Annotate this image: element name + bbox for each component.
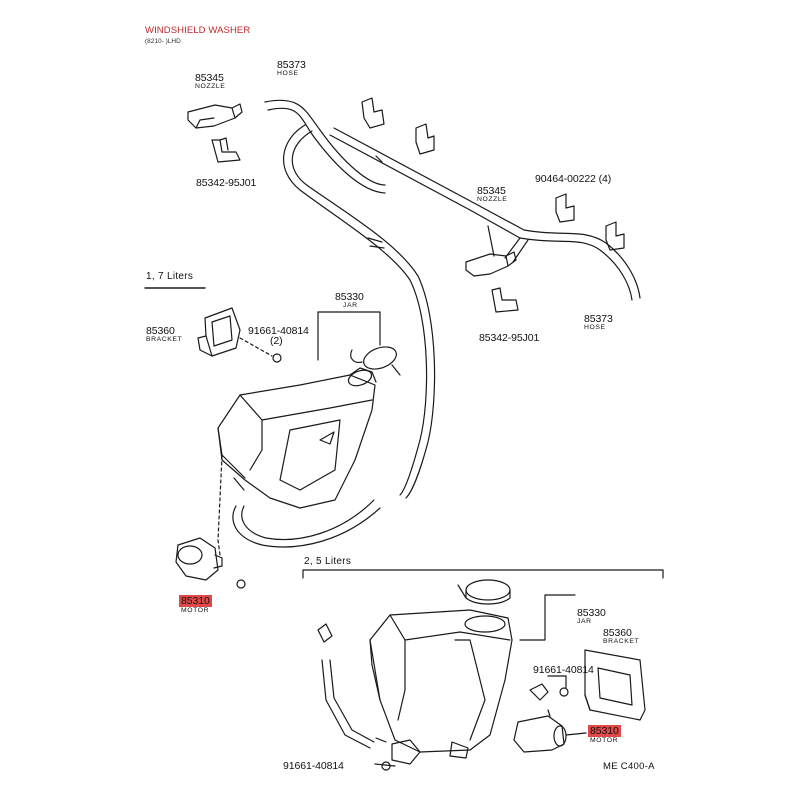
leader-jar-small — [317, 311, 381, 361]
part-name: NOZZLE — [195, 83, 226, 90]
part-bolt-large-bottom[interactable]: 91661-40814 — [283, 760, 344, 772]
part-name: BRACKET — [603, 638, 640, 645]
motor-large-icon — [513, 709, 587, 753]
part-name: MOTOR — [590, 737, 619, 744]
part-bracket-small[interactable]: 85360 BRACKET — [146, 326, 182, 343]
jar-foot-large-icon — [391, 739, 469, 765]
part-name: JAR — [343, 302, 358, 309]
part-clip-bolt[interactable]: 90464-00222 (4) — [535, 173, 612, 185]
part-motor-large[interactable]: 85310 MOTOR — [588, 725, 621, 744]
part-bracket-nozzle-left[interactable]: 85342-95J01 — [196, 177, 257, 189]
bracket-left-icon — [211, 137, 241, 163]
cap-large-icon — [457, 579, 511, 605]
part-number: 85330 — [577, 607, 606, 619]
bracket-right-icon — [491, 287, 519, 313]
hose-clips-icon — [361, 97, 625, 251]
part-nozzle-right[interactable]: 85345 NOZZLE — [477, 186, 507, 203]
part-motor-small[interactable]: 85310 MOTOR — [179, 595, 212, 614]
jar-large-icon — [369, 609, 513, 753]
nozzle-right-icon — [465, 225, 517, 277]
part-bolt-large-side[interactable]: 91661-40814 — [533, 664, 594, 676]
part-jar-small[interactable]: 85330 JAR — [335, 292, 364, 309]
part-jar-large[interactable]: 85330 JAR — [577, 608, 606, 625]
leader-motor-small — [217, 455, 223, 556]
section-label-small: 1, 7 Liters — [146, 271, 194, 282]
part-number: 85360 — [146, 325, 175, 337]
leader-bolt-large-bottom — [374, 763, 396, 767]
part-bolt-small[interactable]: 91661-40814 (2) — [248, 325, 309, 347]
bolt-large-side-icon — [559, 687, 569, 697]
diagram-code: ME C400-A — [603, 761, 655, 772]
bolt-motor-small-icon — [236, 579, 246, 589]
hose-top-assembly — [264, 99, 641, 499]
nozzle-left-icon — [187, 103, 243, 129]
section-divider-large — [302, 569, 664, 579]
part-nozzle-left[interactable]: 85345 NOZZLE — [195, 73, 225, 90]
part-name: NOZZLE — [477, 196, 508, 203]
bolt-small-icon — [272, 353, 282, 363]
motor-small-icon — [175, 537, 223, 581]
part-name: JAR — [577, 618, 592, 625]
part-number: 90464-00222 — [535, 173, 596, 185]
part-bracket-nozzle-right[interactable]: 85342-95J01 — [479, 332, 540, 344]
part-name: HOSE — [277, 70, 299, 77]
part-hose-top[interactable]: 85373 HOSE — [277, 60, 306, 77]
filler-neck-small-icon — [347, 346, 401, 387]
part-number: 85345 — [477, 185, 506, 197]
part-name: MOTOR — [181, 607, 210, 614]
hose-large-icon — [317, 623, 387, 749]
bracket-small-icon — [197, 307, 241, 357]
bolt-large-bottom-icon — [381, 761, 391, 771]
part-number-highlight: 85310 — [179, 595, 212, 607]
part-hose-right[interactable]: 85373 HOSE — [584, 314, 613, 331]
bracket-large-icon — [584, 649, 646, 721]
diagram-subtitle: (8210- )LHD — [145, 38, 181, 45]
part-name: BRACKET — [146, 336, 183, 343]
section-label-large: 2, 5 Liters — [304, 556, 352, 567]
part-qty: (4) — [598, 173, 612, 185]
diagram-title: WINDSHIELD WASHER — [145, 25, 251, 36]
part-number: 85373 — [277, 59, 306, 71]
part-number: 85373 — [584, 313, 613, 325]
elbow-large-icon — [529, 683, 549, 701]
leader-bolt-small — [239, 337, 273, 357]
part-number: 85330 — [335, 291, 364, 303]
hose-motor-small — [232, 499, 381, 548]
leader-jar-large — [519, 594, 576, 641]
part-bracket-large[interactable]: 85360 BRACKET — [603, 628, 639, 645]
part-number: 91661-40814 — [248, 325, 309, 337]
part-qty: (2) — [270, 335, 283, 347]
part-number: 85360 — [603, 627, 632, 639]
part-number-highlight: 85310 — [588, 725, 621, 737]
part-number: 85345 — [195, 72, 224, 84]
part-name: HOSE — [584, 324, 606, 331]
